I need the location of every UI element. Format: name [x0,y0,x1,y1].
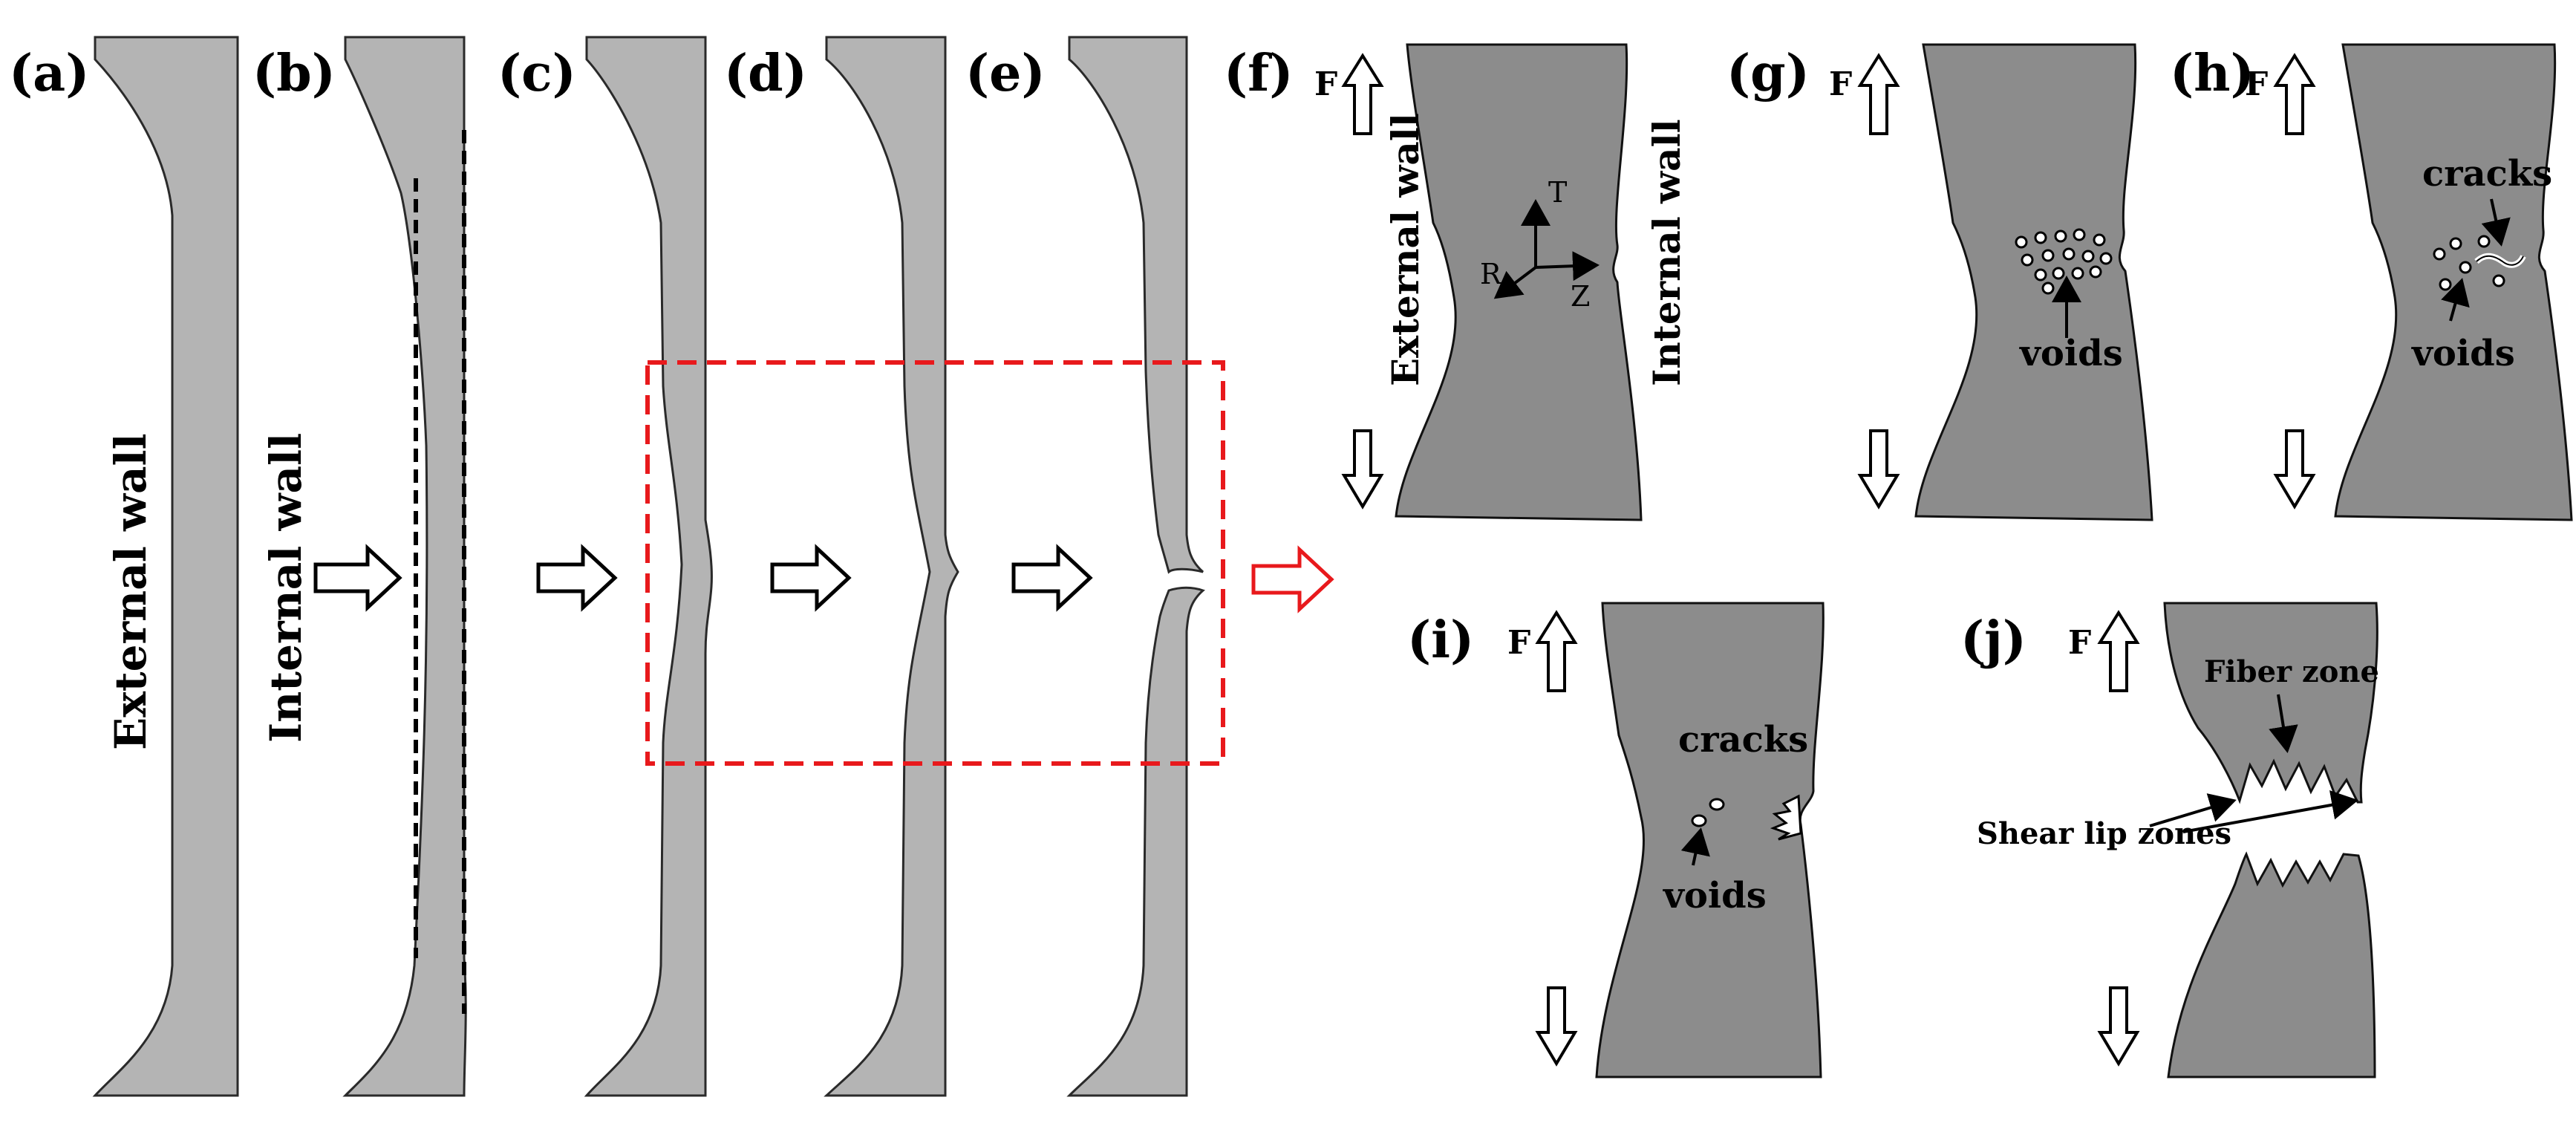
zoom-arrow [1251,545,1334,614]
crack-i [1770,794,1802,841]
force-label-g: F [1829,65,1852,103]
tube-wall-e-lower [1066,586,1205,1097]
axis-label-r: R [1480,258,1502,290]
fractured-upper-j [2163,602,2378,804]
voids-label-h: voids [2411,333,2515,374]
internal-wall-label: Internal wall [261,433,311,743]
force-arrow-down-f [1341,429,1384,510]
panel-label-f: (f) [1224,44,1294,103]
necking-section-i [1595,602,1825,1078]
panel-label-i: (i) [1407,611,1474,670]
force-arrow-up-j [2097,610,2140,692]
coordinate-axes [1493,199,1600,299]
internal-wall-label-f: Internal wall [1645,119,1689,386]
force-arrow-down-i [1535,986,1578,1067]
void-cluster-g [2015,228,2113,295]
force-label-h: F [2245,65,2268,103]
cracks-pointer-h [2481,198,2511,247]
fiber-zone-label: Fiber zone [2204,654,2379,689]
external-wall-label-f: External wall [1383,113,1427,386]
voids-label-g: voids [2019,333,2123,374]
panel-label-b: (b) [252,44,336,103]
external-wall-label: External wall [105,433,156,750]
necking-section-g [1914,43,2153,521]
axis-label-z: Z [1571,280,1590,313]
panel-label-e: (e) [965,44,1046,103]
void-cluster-i [1691,798,1725,827]
panel-label-g: (g) [1726,44,1810,103]
necking-section-h [2334,43,2573,521]
process-arrow-1 [313,544,402,612]
process-arrow-3 [770,544,852,612]
tube-wall-b [342,36,467,1097]
tube-wall-e-upper [1068,36,1204,574]
force-arrow-up-g [1857,53,1900,135]
axis-label-t: T [1548,176,1567,209]
force-arrow-up-i [1535,610,1578,692]
voids-label-i: voids [1663,875,1767,917]
panel-label-a: (a) [9,44,89,103]
force-arrow-down-h [2273,429,2316,510]
force-arrow-up-h [2273,53,2316,135]
panel-label-j: (j) [1960,611,2026,670]
shear-lip-pointer-left [2149,793,2237,827]
shear-lip-zones-label: Shear lip zones [1977,816,2231,851]
cracks-label-i: cracks [1678,719,1808,761]
zoom-region-box [645,360,1225,766]
tube-wall-c [584,36,713,1097]
tube-wall-d [824,36,959,1097]
panel-label-c: (c) [498,44,576,103]
force-label-i: F [1507,624,1530,662]
force-arrow-down-j [2097,986,2140,1067]
cracks-label-h: cracks [2422,153,2552,195]
shear-lip-pointer-right [2182,790,2358,833]
fractured-lower-j [2167,851,2376,1078]
process-arrow-2 [536,544,618,612]
force-label-j: F [2068,624,2091,662]
process-arrow-4 [1011,544,1093,612]
voids-pointer-i [1680,827,1710,866]
tube-wall-a [92,36,239,1097]
panel-label-h: (h) [2170,44,2254,103]
force-arrow-up-f [1341,53,1384,135]
force-label-f: F [1314,65,1337,103]
fiber-zone-pointer [2269,694,2298,753]
force-arrow-down-g [1857,429,1900,510]
panel-label-d: (d) [724,44,807,103]
voids-pointer-h [2441,278,2470,322]
necking-section-f [1395,43,1643,521]
